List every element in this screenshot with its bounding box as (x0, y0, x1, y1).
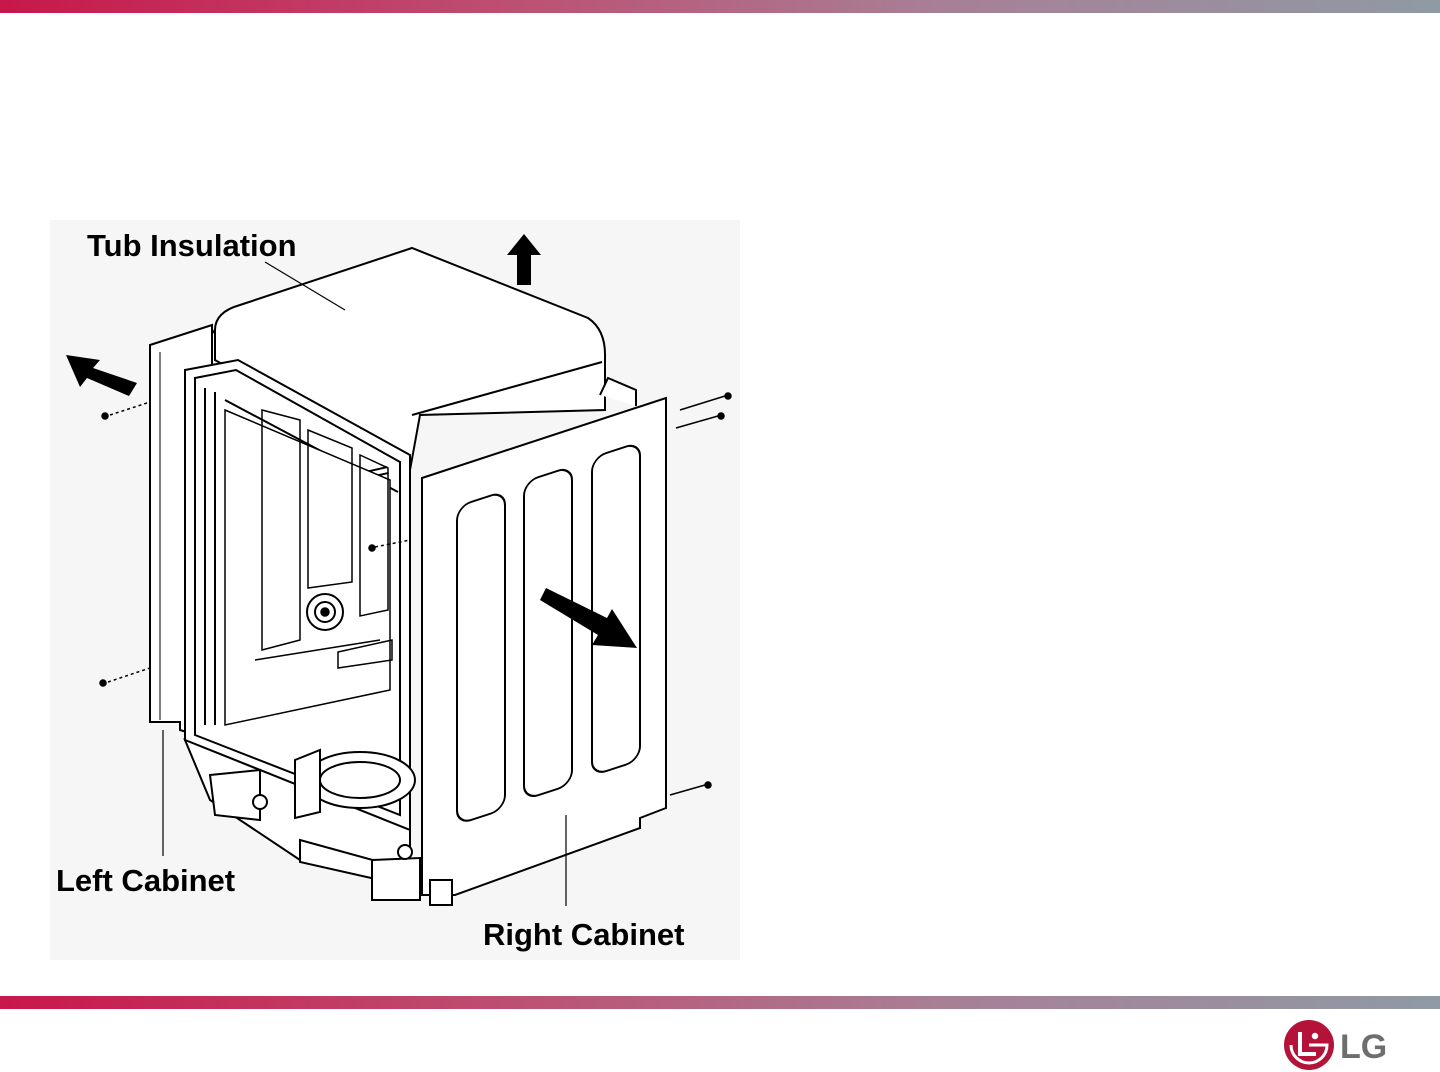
right-cabinet-label: Right Cabinet (483, 917, 685, 952)
bottom-accent-bar (0, 996, 1440, 1009)
tub-insulation-label: Tub Insulation (87, 228, 297, 263)
lg-logo: LG (1282, 1018, 1402, 1072)
left-cabinet-label: Left Cabinet (56, 863, 235, 898)
lg-logo-text: LG (1340, 1028, 1387, 1066)
